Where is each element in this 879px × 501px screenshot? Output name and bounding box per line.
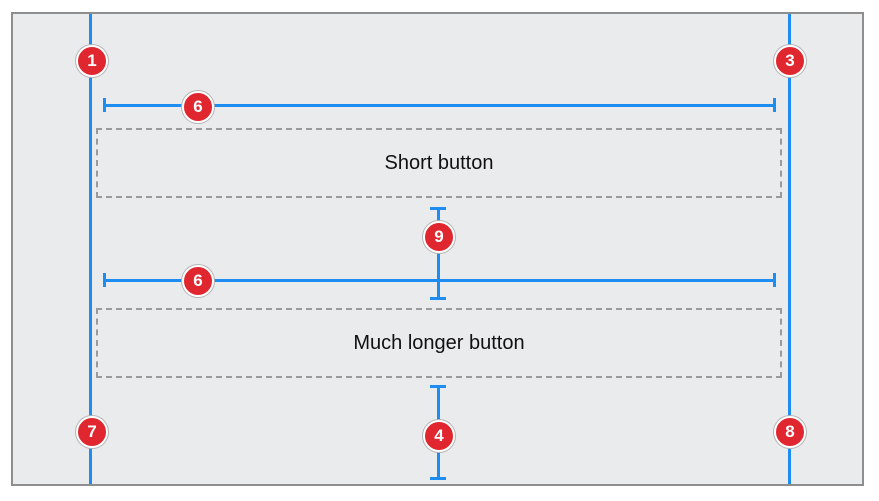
- marker-badge-7: 7: [76, 416, 108, 448]
- marker-badge-6-bottom: 6: [182, 265, 214, 297]
- marker-badge-1: 1: [76, 45, 108, 77]
- marker-badge-4: 4: [423, 420, 455, 452]
- spacing-measure-middle-top-cap: [430, 207, 446, 210]
- width-measure-top-left-cap: [103, 98, 106, 112]
- width-measure-bottom-left-cap: [103, 273, 106, 287]
- much-longer-button-label: Much longer button: [353, 331, 525, 354]
- width-measure-bottom-right-cap: [773, 273, 776, 287]
- width-measure-bottom: [103, 279, 776, 282]
- marker-badge-6-top: 6: [182, 91, 214, 123]
- spacing-measure-bottom-bottom-cap: [430, 477, 446, 480]
- spacing-measure-middle: [437, 208, 440, 299]
- marker-badge-8: 8: [774, 416, 806, 448]
- spacing-measure-middle-bottom-cap: [430, 297, 446, 300]
- short-button[interactable]: Short button: [96, 128, 782, 198]
- width-measure-top-right-cap: [773, 98, 776, 112]
- much-longer-button[interactable]: Much longer button: [96, 308, 782, 378]
- left-margin-guide: [89, 14, 92, 484]
- spacing-measure-bottom-top-cap: [430, 385, 446, 388]
- width-measure-top: [103, 104, 776, 107]
- right-margin-guide: [788, 14, 791, 484]
- marker-badge-9: 9: [423, 221, 455, 253]
- short-button-label: Short button: [384, 151, 494, 174]
- marker-badge-3: 3: [774, 45, 806, 77]
